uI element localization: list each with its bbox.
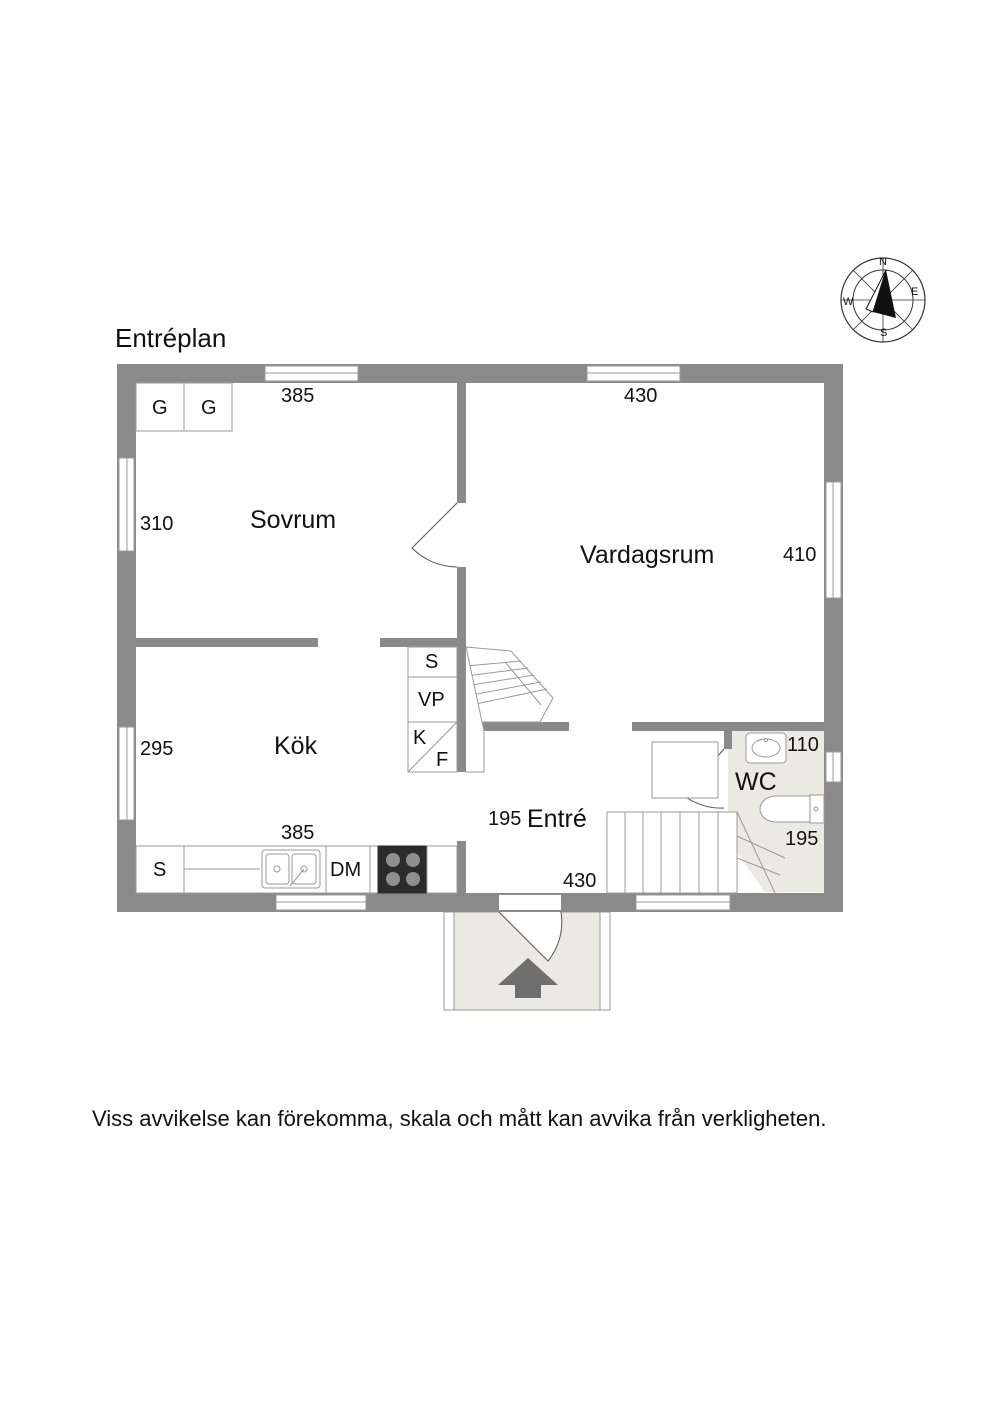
wardrobes [135, 382, 233, 432]
cabinet-label-f: F [436, 749, 449, 771]
windows [118, 365, 842, 911]
compass-west: W [843, 296, 854, 308]
wardrobe-label-1: G [152, 397, 168, 419]
room-label-vardagsrum: Vardagsrum [580, 541, 715, 569]
room-label-entre: Entré [527, 805, 587, 833]
room-label-wc: WC [735, 768, 777, 796]
compass-south: S [880, 327, 888, 339]
hall-cupboard [651, 741, 719, 799]
upper-stairs [465, 646, 554, 773]
kitchen-label-s: S [153, 859, 167, 881]
kitchen-label-dm: DM [330, 859, 362, 881]
cabinet-label-k: K [413, 727, 427, 749]
dimension-entre-width: 430 [563, 870, 597, 892]
cabinet-label-vp: VP [418, 689, 445, 711]
room-label-kok: Kök [274, 732, 318, 760]
wardrobe-label-2: G [201, 397, 217, 419]
compass-north: N [879, 256, 887, 268]
cabinet-label-s: S [425, 651, 439, 673]
dimension-vardagsrum-depth: 410 [783, 544, 817, 566]
disclaimer-text: Viss avvikelse kan förekomma, skala och … [92, 1106, 827, 1131]
main-stairs [606, 811, 786, 894]
wc-fixtures [745, 732, 825, 824]
kitchen-counter [135, 845, 458, 894]
toilet-icon [759, 795, 811, 823]
entrance-arrow-icon [498, 958, 558, 998]
dimension-kok-depth: 295 [140, 738, 174, 760]
dimension-entre-depth: 195 [488, 808, 522, 830]
dimension-kok-width: 385 [281, 822, 315, 844]
compass-icon [840, 257, 926, 343]
dimension-wc-width: 110 [787, 734, 819, 756]
compass-east: E [911, 286, 919, 298]
dimension-vardagsrum-width: 430 [624, 385, 658, 407]
room-label-sovrum: Sovrum [250, 506, 337, 534]
interior-walls [136, 383, 824, 893]
dimension-sovrum-width: 385 [281, 385, 315, 407]
plan-title: Entréplan [115, 323, 227, 353]
dimension-sovrum-depth: 310 [140, 513, 174, 535]
dimension-wc-depth: 195 [785, 828, 819, 850]
utility-cabinets [407, 646, 458, 773]
